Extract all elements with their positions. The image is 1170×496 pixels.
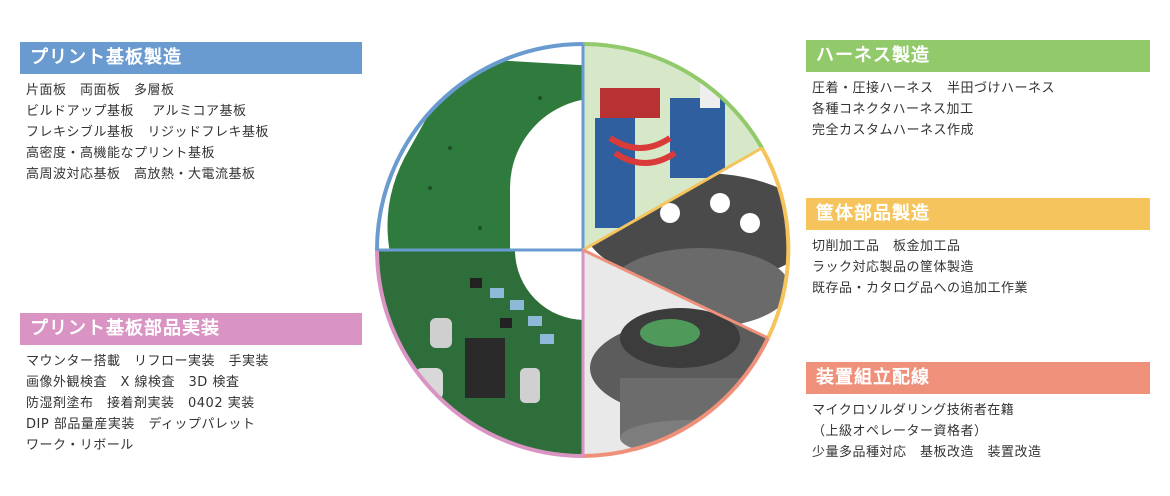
section-lines: マイクロソルダリング技術者在籍 （上級オペレーター資格者） 少量多品種対応 基板…	[806, 400, 1150, 463]
list-item: 片面板 両面板 多層板	[26, 83, 175, 98]
arc-wiring	[582, 337, 770, 458]
divider-harness-enclosure	[582, 146, 763, 252]
section-title: プリント基板製造	[20, 42, 362, 74]
section-title: プリント基板部品実装	[20, 313, 362, 345]
list-item: 切削加工品 板金加工品	[812, 239, 961, 254]
section-lines: 切削加工品 板金加工品 ラック対応製品の筐体製造 既存品・カタログ品への追加工作…	[806, 236, 1150, 299]
list-item: DIP 部品量産実装 ディップパレット	[26, 417, 256, 432]
list-item: ワーク・リボール	[26, 438, 134, 453]
arc-pcb	[375, 42, 584, 251]
list-item: フレキシブル基板 リジッドフレキ基板	[26, 125, 270, 140]
section-lines: 片面板 両面板 多層板 ビルドアップ基板 アルミコア基板 フレキシブル基板 リジ…	[20, 80, 362, 185]
list-item: マウンター搭載 リフロー実装 手実装	[26, 354, 270, 369]
list-item: 画像外観検査 X 線検査 3D 検査	[26, 375, 240, 390]
list-item: 各種コネクタハーネス加工	[812, 102, 974, 117]
list-item: 少量多品種対応 基板改造 装置改造	[812, 445, 1042, 460]
list-item: 圧着・圧接ハーネス 半田づけハーネス	[812, 81, 1056, 96]
arc-enclosure	[760, 147, 791, 339]
list-item: 防湿剤塗布 接着剤実装 0402 実装	[26, 396, 255, 411]
section-pcb-assembly: プリント基板部品実装 マウンター搭載 リフロー実装 手実装 画像外観検査 X 線…	[20, 313, 362, 456]
list-item: 高周波対応基板 高放熱・大電流基板	[26, 167, 256, 182]
section-harness: ハーネス製造 圧着・圧接ハーネス 半田づけハーネス 各種コネクタハーネス加工 完…	[806, 40, 1150, 141]
list-item: 既存品・カタログ品への追加工作業	[812, 281, 1029, 296]
list-item: ビルドアップ基板 アルミコア基板	[26, 104, 247, 119]
divider-enclosure-wiring	[582, 248, 769, 340]
assembled-pcb-illustration	[377, 250, 583, 456]
section-lines: 圧着・圧接ハーネス 半田づけハーネス 各種コネクタハーネス加工 完全カスタムハー…	[806, 78, 1150, 141]
section-title: ハーネス製造	[806, 40, 1150, 72]
arc-harness	[582, 42, 764, 149]
list-item: （上級オペレーター資格者）	[812, 424, 988, 439]
section-title: 筐体部品製造	[806, 198, 1150, 230]
arc-assembly	[375, 249, 584, 458]
list-item: ラック対応製品の筐体製造	[812, 260, 975, 275]
list-item: 完全カスタムハーネス作成	[812, 123, 975, 138]
section-enclosure: 筐体部品製造 切削加工品 板金加工品 ラック対応製品の筐体製造 既存品・カタログ…	[806, 198, 1150, 299]
list-item: マイクロソルダリング技術者在籍	[812, 403, 1015, 418]
section-lines: マウンター搭載 リフロー実装 手実装 画像外観検査 X 線検査 3D 検査 防湿…	[20, 351, 362, 456]
list-item: 高密度・高機能なプリント基板	[26, 146, 216, 161]
product-circle-illustration	[375, 42, 791, 458]
pcb-board-illustration	[377, 44, 583, 250]
section-pcb-manufacturing: プリント基板製造 片面板 両面板 多層板 ビルドアップ基板 アルミコア基板 フレ…	[20, 42, 362, 185]
section-wiring: 装置組立配線 マイクロソルダリング技術者在籍 （上級オペレーター資格者） 少量多…	[806, 362, 1150, 463]
section-title: 装置組立配線	[806, 362, 1150, 394]
